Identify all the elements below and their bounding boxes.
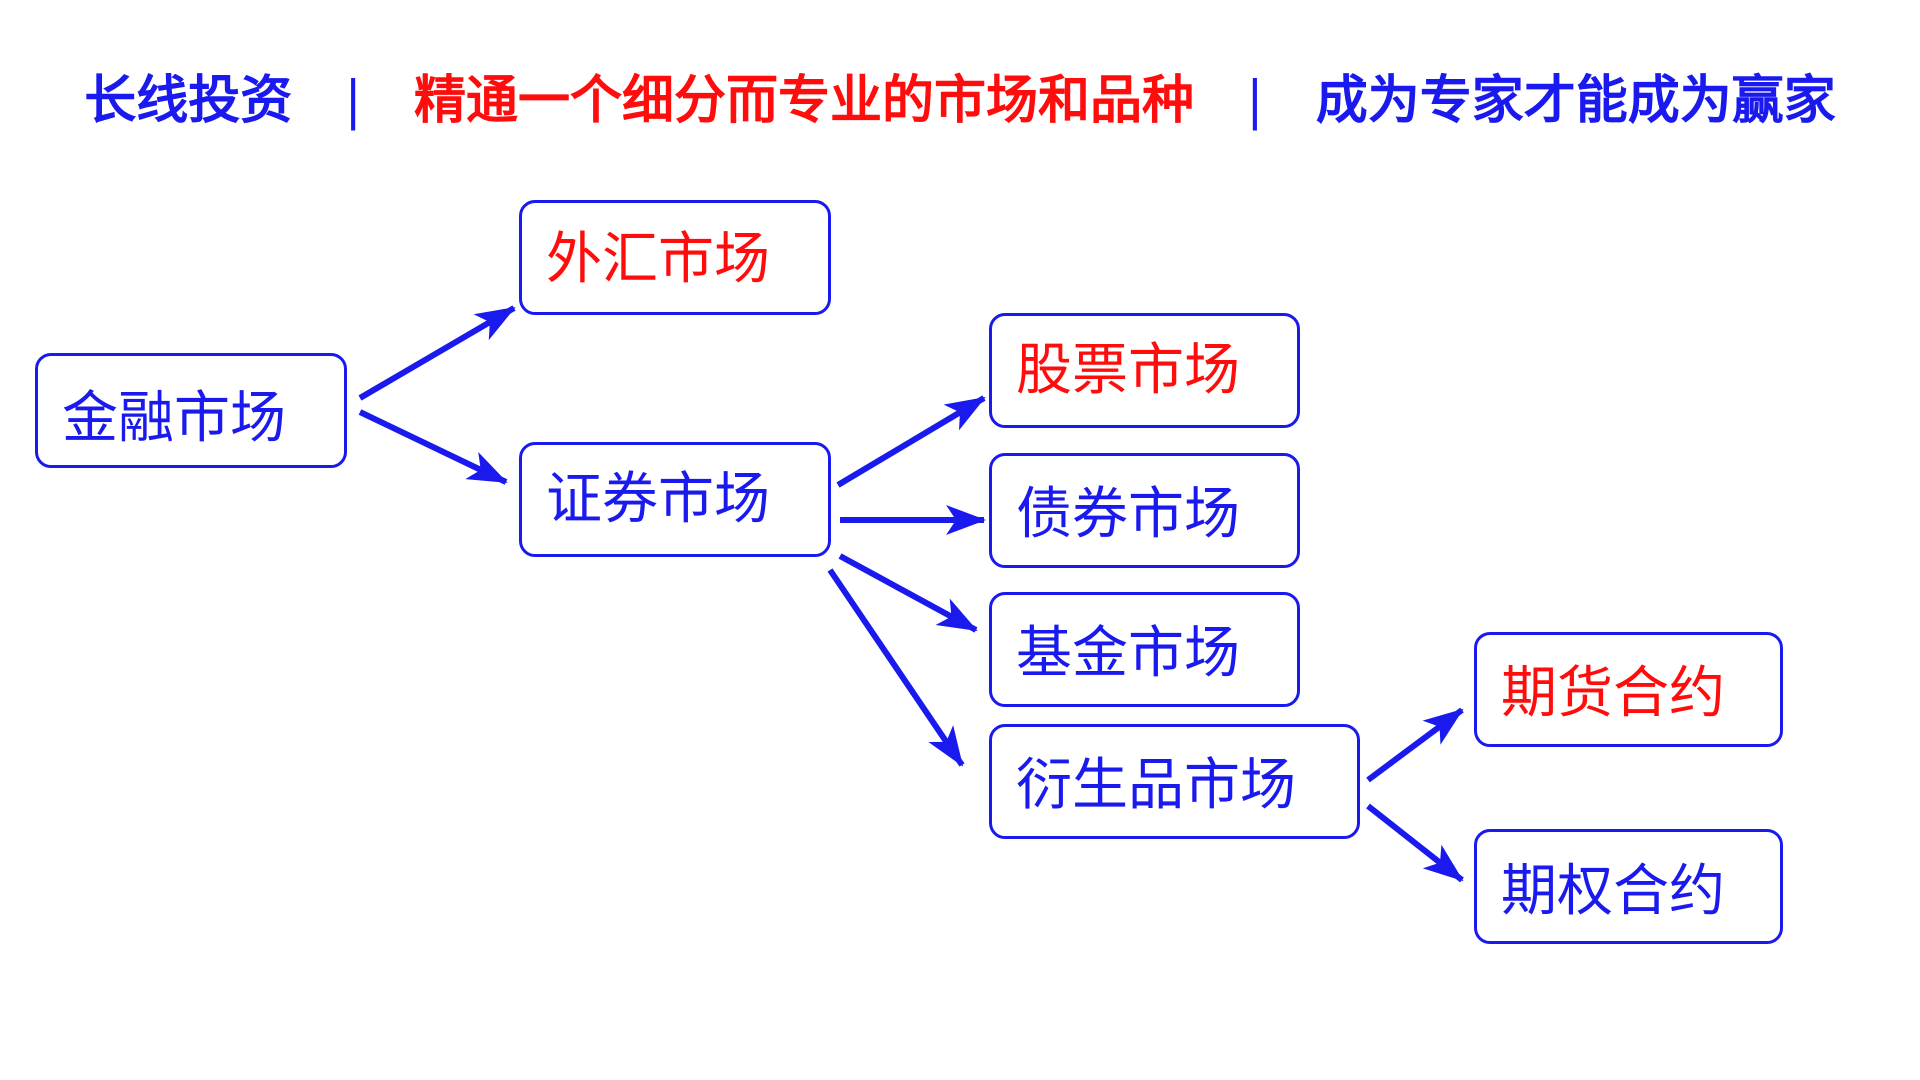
node-financial-market: 金融市场 <box>35 353 347 468</box>
arrow-securities-to-derivatives <box>827 568 965 767</box>
arrow-securities-to-stock <box>836 395 986 488</box>
header-part1: 长线投资 <box>84 69 293 131</box>
node-bond-market: 债券市场 <box>989 453 1300 568</box>
node-options-contract-label: 期权合约 <box>1501 858 1725 924</box>
node-forex-market: 外汇市场 <box>519 200 831 315</box>
header-banner: 长线投资 | 精通一个细分而专业的市场和品种 | 成为专家才能成为赢家 <box>0 62 1920 132</box>
node-bond-market-label: 债券市场 <box>1016 481 1240 547</box>
node-stock-market: 股票市场 <box>989 313 1300 428</box>
node-fund-market-label: 基金市场 <box>1016 620 1240 686</box>
node-securities-market-label: 证券市场 <box>546 466 770 532</box>
arrow-derivatives-to-futures <box>1366 707 1464 783</box>
header-part3: 成为专家才能成为赢家 <box>1315 69 1836 131</box>
arrow-financial-to-securities <box>358 409 508 485</box>
node-fund-market: 基金市场 <box>989 592 1300 707</box>
node-stock-market-label: 股票市场 <box>1016 337 1240 403</box>
arrow-financial-to-forex <box>358 305 516 401</box>
node-derivatives-market: 衍生品市场 <box>989 724 1360 839</box>
header-part2: 精通一个细分而专业的市场和品种 <box>413 69 1194 131</box>
node-options-contract: 期权合约 <box>1474 829 1783 944</box>
arrow-securities-to-fund <box>838 553 978 633</box>
arrow-derivatives-to-options <box>1366 803 1464 883</box>
node-derivatives-market-label: 衍生品市场 <box>1016 752 1296 818</box>
node-futures-contract-label: 期货合约 <box>1501 660 1725 726</box>
node-forex-market-label: 外汇市场 <box>546 226 770 292</box>
header-separator-2: | <box>1246 70 1264 131</box>
node-securities-market: 证券市场 <box>519 442 831 557</box>
node-financial-market-label: 金融市场 <box>62 385 286 451</box>
header-separator-1: | <box>344 70 362 131</box>
node-futures-contract: 期货合约 <box>1474 632 1783 747</box>
